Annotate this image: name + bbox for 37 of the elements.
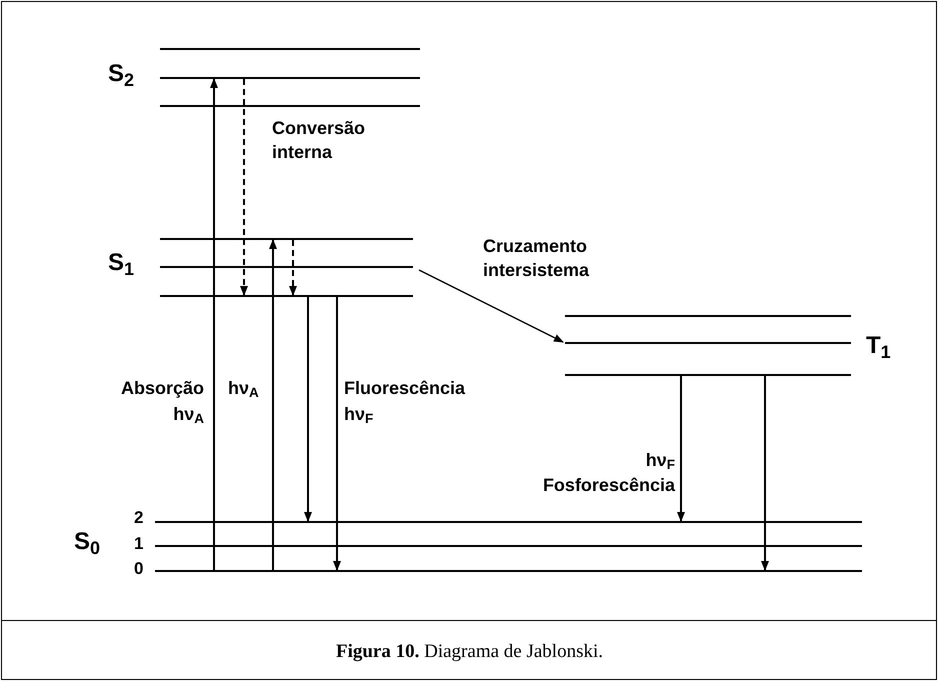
arrow	[289, 240, 297, 296]
process-label: Conversão interna	[272, 117, 366, 164]
state-label: S$_{0}$	[74, 530, 100, 554]
vibrational-level-number: 0	[134, 560, 144, 577]
energy-level-line	[160, 105, 420, 107]
energy-level-line	[160, 77, 420, 79]
arrow	[761, 376, 769, 571]
vibrational-level-number: 2	[134, 509, 144, 526]
process-label: Fluorescência	[344, 377, 466, 400]
process-label: Cruzamento intersistema	[483, 235, 590, 282]
energy-level-line	[155, 545, 862, 547]
arrow	[210, 78, 218, 570]
energy-level-line	[160, 295, 413, 297]
state-label: T$_{1}$	[866, 334, 891, 358]
energy-level-line	[160, 266, 413, 268]
state-label: S$_{2}$	[108, 62, 134, 86]
energy-level-line	[565, 374, 851, 376]
energy-level-line	[565, 315, 851, 317]
energy-level-line	[155, 521, 862, 523]
process-label: Absorção	[120, 377, 204, 400]
energy-level-line	[160, 238, 413, 240]
process-label: hν$_{F}$	[344, 403, 374, 426]
process-label: Fosforescência	[542, 474, 675, 497]
process-label: hν$_{A}$	[172, 403, 204, 426]
arrow	[677, 376, 685, 522]
state-label: S$_{1}$	[108, 251, 134, 275]
process-label: hν$_{F}$	[644, 449, 675, 472]
arrow	[269, 239, 277, 570]
energy-level-line	[155, 570, 862, 572]
arrow	[240, 79, 248, 296]
vibrational-level-number: 1	[134, 535, 144, 552]
figure-caption: Figura 10. Diagrama de Jablonski.	[334, 640, 604, 664]
energy-level-line	[565, 342, 851, 344]
arrow	[304, 297, 312, 522]
energy-level-line	[160, 48, 420, 50]
arrow	[418, 269, 564, 343]
arrow	[333, 297, 341, 571]
